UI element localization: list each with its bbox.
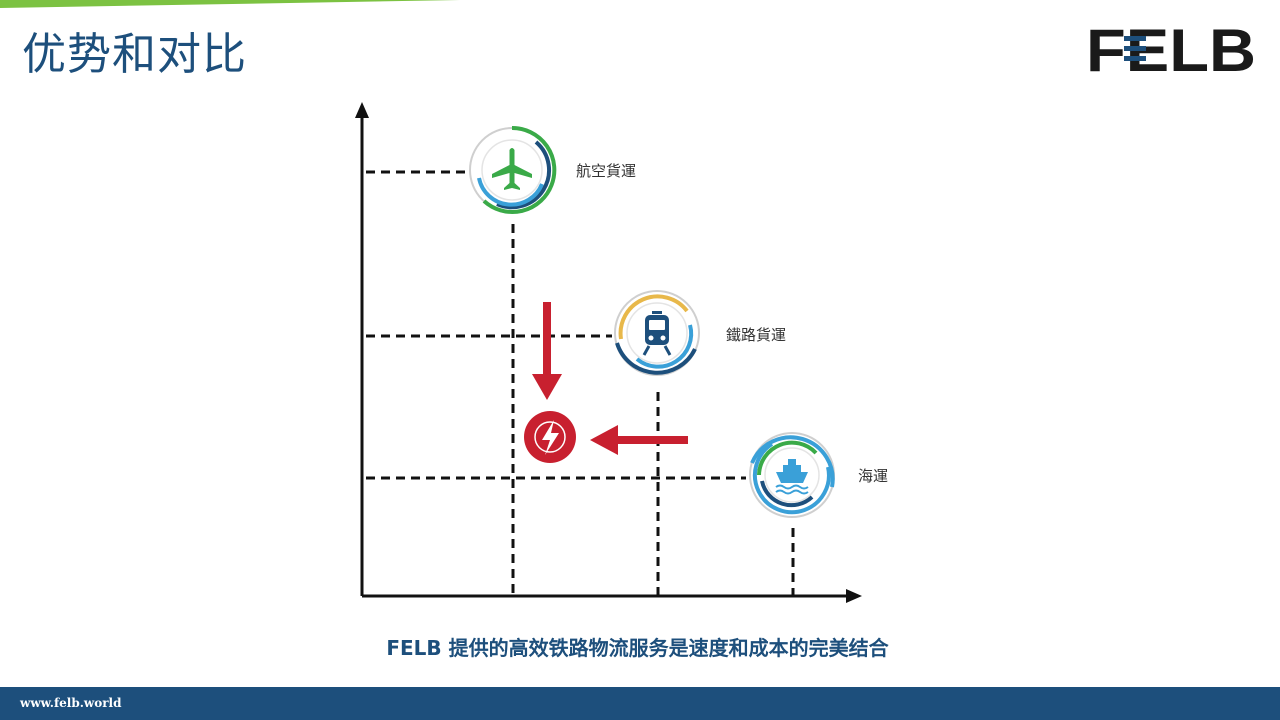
felb-marker [524,411,576,463]
train-icon [642,311,672,356]
footer-url[interactable]: www.felb.world [20,696,122,710]
felb-logo-text: FELB [1086,24,1256,74]
sea-freight-icon [748,431,836,519]
slide-caption: FELB 提供的高效铁路物流服务是速度和成本的完美结合 [386,636,889,660]
lightning-icon [542,420,559,455]
ship-icon [775,459,809,495]
logo-stripe [1124,56,1146,61]
logo-stripe [1124,46,1146,51]
airplane-icon [492,148,532,190]
felb-logo: FELB [1086,24,1256,74]
left-arrow [590,425,688,455]
footer-bar: www.felb.world [0,687,1280,720]
slide-title: 优势和对比 [22,29,247,80]
x-axis-arrowhead [846,589,862,603]
top-accent-line [0,0,460,8]
down-arrow [532,302,562,400]
rail-freight-icon [613,289,701,377]
y-axis-arrowhead [355,102,369,118]
logo-stripe [1124,36,1146,41]
air-freight-icon [468,125,557,214]
mode-label: 航空貨運 [576,162,636,180]
mode-label: 鐵路貨運 [726,326,786,344]
mode-label: 海運 [858,467,888,485]
